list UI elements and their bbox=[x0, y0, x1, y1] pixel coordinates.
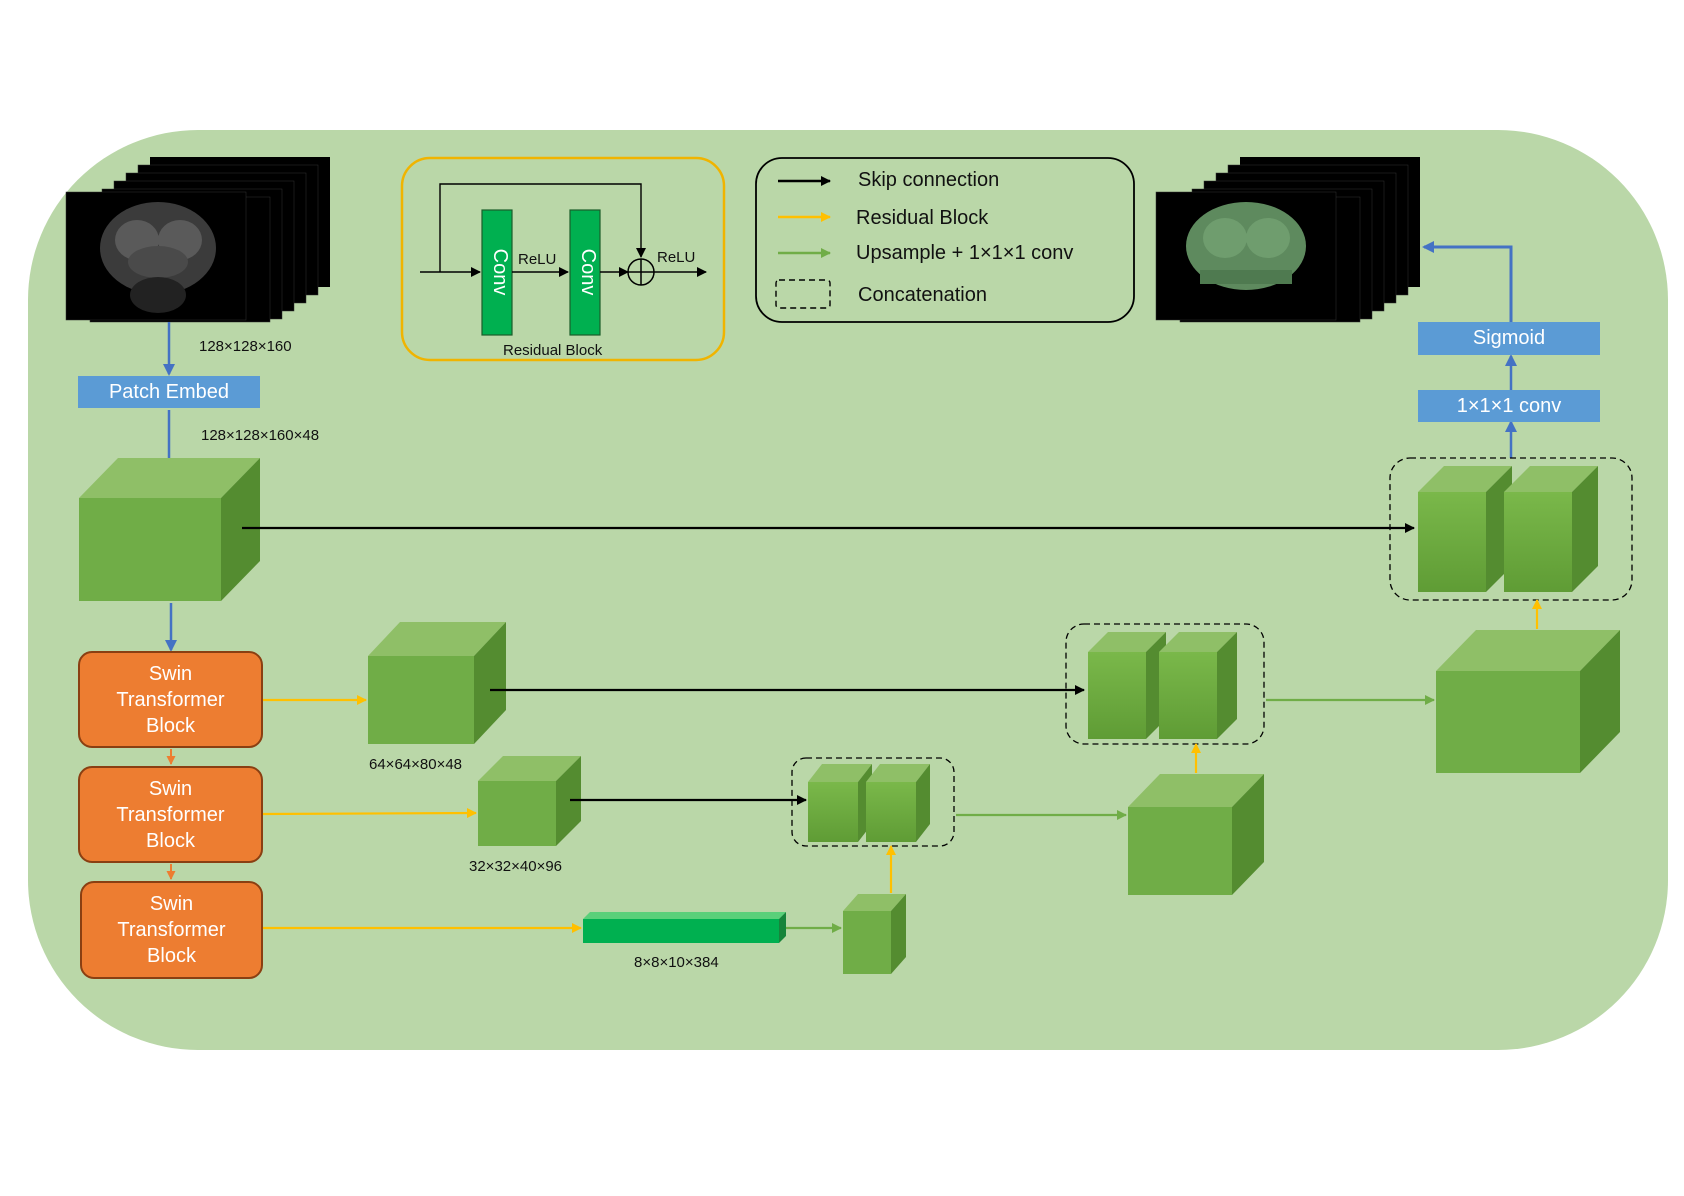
swin-line-1: Swin bbox=[148, 777, 193, 800]
residual-block-diagram bbox=[400, 156, 726, 362]
embed-dim-label: 128×128×160×48 bbox=[201, 427, 320, 444]
input-mri-stack bbox=[65, 157, 330, 323]
input-dim-label: 128×128×160 bbox=[199, 338, 292, 355]
relu-label-2: ReLU bbox=[657, 249, 696, 266]
concat-group-large bbox=[1389, 457, 1633, 601]
legend-upsample-label: Upsample + 1×1×1 conv bbox=[856, 242, 1074, 264]
legend-skip-label: Skip connection bbox=[858, 169, 1000, 191]
upsample-cube-small bbox=[843, 894, 906, 974]
legend bbox=[755, 157, 1135, 323]
conv-label-1: Conv bbox=[489, 248, 511, 296]
swin-line-2: Transformer bbox=[116, 803, 225, 826]
decoder-cube-large bbox=[1436, 630, 1620, 773]
decoder-cube-mid bbox=[1128, 774, 1264, 895]
conv-block-1 bbox=[481, 209, 513, 336]
feature-cube-stage1 bbox=[368, 622, 506, 744]
output-mri-stack bbox=[1155, 157, 1420, 323]
swin-transformer-block-3: Swin Transformer Block bbox=[80, 881, 263, 979]
bottleneck-bar bbox=[583, 912, 786, 943]
patch-embed-box: Patch Embed bbox=[78, 376, 260, 408]
swin-transformer-block-1: Swin Transformer Block bbox=[78, 651, 263, 748]
swin-line-2: Transformer bbox=[117, 919, 226, 941]
feature-cube-embed bbox=[79, 458, 260, 601]
legend-concat-label: Concatenation bbox=[858, 284, 987, 306]
feature-cube-stage2 bbox=[478, 756, 581, 846]
conv-label-2: Conv bbox=[577, 248, 599, 296]
legend-concat-box bbox=[775, 279, 831, 309]
bottleneck-dim-label: 8×8×10×384 bbox=[634, 954, 719, 971]
swin-line-1: Swin bbox=[149, 893, 194, 915]
arrow-sigmoid-to-output bbox=[1422, 241, 1513, 322]
relu-label-1: ReLU bbox=[518, 251, 557, 268]
residual-block-caption: Residual Block bbox=[503, 342, 603, 359]
concat-group-mid bbox=[1065, 623, 1265, 745]
concat-group-small bbox=[791, 757, 955, 847]
output-conv-box: 1×1×1 conv bbox=[1418, 390, 1600, 422]
conv-block-2 bbox=[569, 209, 601, 336]
legend-frame bbox=[755, 157, 1135, 323]
swin-transformer-block-2: Swin Transformer Block bbox=[78, 766, 263, 863]
stage1-dim-label: 64×64×80×48 bbox=[369, 756, 463, 773]
segmented-brain-image bbox=[1186, 202, 1306, 290]
swin-line-3: Block bbox=[147, 945, 196, 967]
residual-block-frame bbox=[400, 156, 726, 362]
brain-slice-image bbox=[100, 202, 216, 313]
swin-line-3: Block bbox=[146, 829, 195, 852]
swin-line-2: Transformer bbox=[116, 688, 225, 711]
sigmoid-box: Sigmoid bbox=[1418, 322, 1600, 355]
legend-residual-label: Residual Block bbox=[856, 207, 989, 229]
swin-line-3: Block bbox=[146, 714, 195, 737]
swin-line-1: Swin bbox=[148, 662, 193, 685]
stage2-dim-label: 32×32×40×96 bbox=[469, 858, 563, 875]
residual-arrow-2 bbox=[262, 808, 477, 819]
